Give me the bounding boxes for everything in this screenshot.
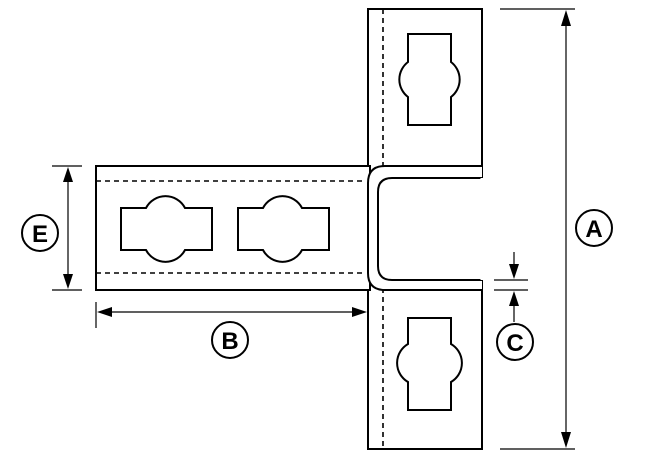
label-c: C — [496, 323, 534, 361]
svg-text:C: C — [506, 330, 523, 357]
dimension-b — [95, 302, 369, 328]
junction-bend — [366, 165, 484, 291]
slot-middle — [237, 195, 330, 263]
label-a: A — [575, 209, 613, 247]
dimension-a — [500, 8, 575, 450]
label-e: E — [21, 214, 59, 252]
svg-text:A: A — [585, 216, 602, 243]
dimension-c — [494, 252, 528, 322]
slot-bottom — [396, 317, 463, 411]
svg-text:E: E — [32, 221, 48, 248]
label-b: B — [211, 321, 249, 359]
dimension-e — [52, 165, 82, 291]
slot-left — [120, 195, 213, 263]
slot-top — [398, 33, 461, 126]
svg-text:B: B — [221, 328, 238, 355]
